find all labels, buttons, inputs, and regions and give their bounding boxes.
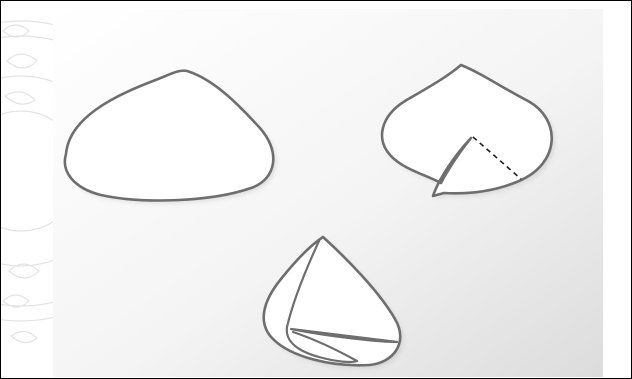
figure-canvas	[0, 0, 632, 379]
figure-svg	[1, 1, 632, 379]
